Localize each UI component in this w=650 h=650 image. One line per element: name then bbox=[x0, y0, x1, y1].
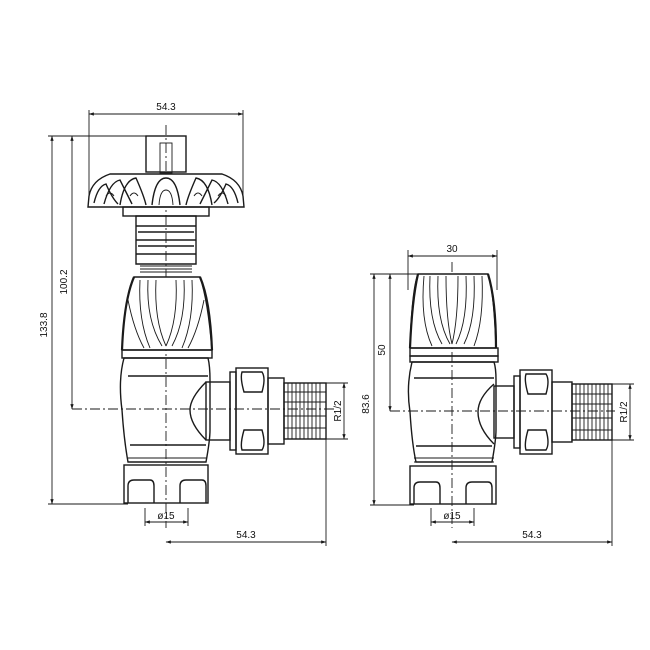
left-valve bbox=[72, 125, 335, 528]
left-outlet-height-label: 100.2 bbox=[59, 269, 70, 294]
right-valve-body bbox=[407, 361, 497, 463]
left-inlet-diameter-label: ø15 bbox=[157, 511, 175, 522]
right-outlet-offset-label: 54.3 bbox=[522, 530, 542, 541]
left-fluted-bonnet bbox=[120, 276, 214, 359]
right-thread-label: R1/2 bbox=[619, 401, 630, 423]
right-dimensions: 30 83.6 50 R1/2 ø15 54.3 bbox=[361, 244, 634, 546]
right-overall-height-label: 83.6 bbox=[361, 394, 372, 414]
left-overall-height-label: 133.8 bbox=[39, 312, 50, 337]
left-dimensions: 54.3 133.8 100.2 R1/2 ø15 54.3 bbox=[39, 102, 348, 546]
left-valve-body bbox=[119, 357, 211, 463]
left-outlet-offset-label: 54.3 bbox=[236, 530, 256, 541]
left-outlet-union bbox=[205, 367, 327, 455]
right-fluted-head bbox=[408, 273, 499, 363]
right-outlet-union bbox=[493, 369, 613, 455]
left-head-width-label: 54.3 bbox=[156, 102, 176, 113]
right-outlet-height-label: 50 bbox=[377, 344, 388, 356]
right-valve bbox=[390, 262, 615, 528]
right-head-width-label: 30 bbox=[446, 244, 458, 255]
left-stem bbox=[135, 215, 197, 273]
right-inlet-diameter-label: ø15 bbox=[443, 511, 461, 522]
left-tail-nut bbox=[123, 464, 209, 504]
right-tail-nut bbox=[409, 465, 497, 505]
left-thread-label: R1/2 bbox=[333, 400, 344, 422]
